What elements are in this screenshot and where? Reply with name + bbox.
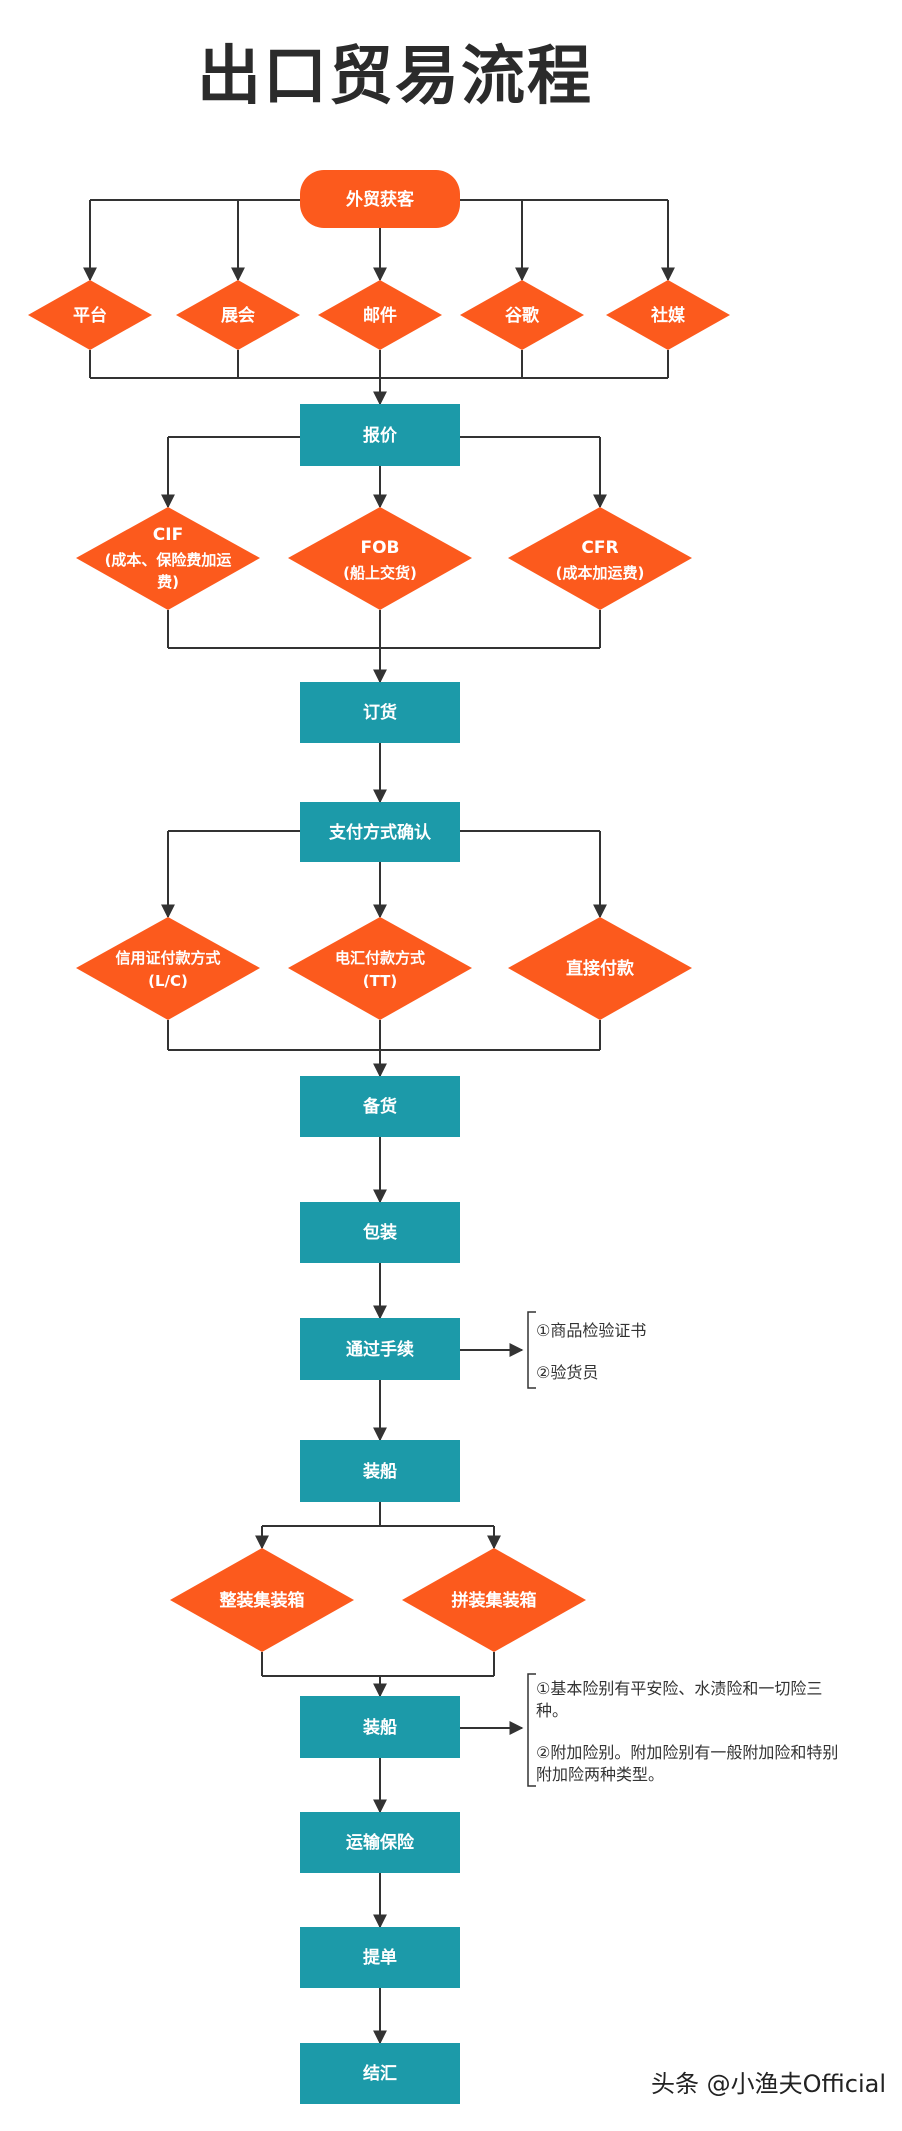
payment-method-label: 信用证付款方式 xyxy=(115,949,220,967)
shipping-note: ①基本险别有平安险、水渍险和一切险三 xyxy=(536,1679,822,1698)
shipping-node: 装船 xyxy=(300,1696,460,1758)
container-label: 拼装集装箱 xyxy=(452,1590,537,1611)
shipping-note: 附加险两种类型。 xyxy=(536,1765,664,1784)
term-code: FOB xyxy=(360,538,399,558)
shipping-notes-brace xyxy=(527,1673,536,1787)
bill-label: 提单 xyxy=(363,1947,397,1968)
customs-label: 通过手续 xyxy=(346,1339,414,1360)
start-label: 外贸获客 xyxy=(346,189,415,210)
packing-node: 包装 xyxy=(300,1202,460,1263)
channel-邮件: 邮件 xyxy=(318,280,442,350)
payment-method-label: 电汇付款方式 xyxy=(335,949,425,967)
prepare-label: 备货 xyxy=(362,1096,397,1117)
loading-label: 装船 xyxy=(362,1461,397,1482)
packing-label: 包装 xyxy=(363,1222,397,1243)
channel-label: 平台 xyxy=(73,305,107,326)
payment-method-sub: (TT) xyxy=(363,972,398,990)
connectors xyxy=(83,199,675,2045)
shipping-note: 种。 xyxy=(536,1701,568,1720)
channel-展会: 展会 xyxy=(176,280,300,350)
insurance-node: 运输保险 xyxy=(300,1812,460,1873)
term-cfr: CFR (成本加运费) xyxy=(508,507,692,610)
quote-label: 报价 xyxy=(363,425,398,446)
payment-method-sub: (L/C) xyxy=(148,972,188,990)
payment-lc: 信用证付款方式 (L/C) xyxy=(76,917,260,1020)
payment-tt: 电汇付款方式 (TT) xyxy=(288,917,472,1020)
order-label: 订货 xyxy=(363,702,397,723)
customs-note: ①商品检验证书 xyxy=(536,1321,646,1340)
start-node: 外贸获客 xyxy=(300,170,460,228)
customs-note: ②验货员 xyxy=(536,1363,598,1382)
page-title: 出口贸易流程 xyxy=(197,40,593,114)
channel-label: 邮件 xyxy=(363,305,397,326)
quote-node: 报价 xyxy=(300,404,460,466)
channel-label: 展会 xyxy=(221,305,255,326)
shipping-note: ②附加险别。附加险别有一般附加险和特别 xyxy=(536,1743,838,1762)
term-desc: (船上交货) xyxy=(343,564,417,582)
payment-confirm-label: 支付方式确认 xyxy=(329,822,432,843)
channel-平台: 平台 xyxy=(28,280,152,350)
payment-direct: 直接付款 xyxy=(508,917,692,1020)
settlement-label: 结汇 xyxy=(363,2063,397,2084)
container-consolidated: 拼装集装箱 xyxy=(402,1548,586,1652)
prepare-node: 备货 xyxy=(300,1076,460,1137)
watermark: 头条 @小渔夫Official xyxy=(651,2070,886,2098)
bill-node: 提单 xyxy=(300,1927,460,1988)
payment-confirm-node: 支付方式确认 xyxy=(300,802,460,862)
channel-label: 社媒 xyxy=(650,305,686,326)
loading-node: 装船 xyxy=(300,1440,460,1502)
shipping-label: 装船 xyxy=(362,1717,397,1738)
channel-label: 谷歌 xyxy=(505,305,540,326)
order-node: 订货 xyxy=(300,682,460,743)
term-fob: FOB (船上交货) xyxy=(288,507,472,610)
term-desc: 费) xyxy=(157,573,179,591)
channel-谷歌: 谷歌 xyxy=(460,280,584,350)
term-desc: (成本、保险费加运 xyxy=(105,551,232,569)
channel-社媒: 社媒 xyxy=(606,280,730,350)
container-full: 整装集装箱 xyxy=(170,1548,354,1652)
term-code: CIF xyxy=(153,525,183,545)
container-label: 整装集装箱 xyxy=(220,1590,305,1611)
customs-notes-brace xyxy=(527,1311,536,1389)
term-code: CFR xyxy=(581,538,618,558)
term-cif: CIF (成本、保险费加运 费) xyxy=(76,507,260,610)
insurance-label: 运输保险 xyxy=(346,1832,415,1853)
term-desc: (成本加运费) xyxy=(556,564,645,582)
payment-method-label: 直接付款 xyxy=(566,958,635,979)
settlement-node: 结汇 xyxy=(300,2043,460,2104)
customs-node: 通过手续 xyxy=(300,1318,460,1380)
